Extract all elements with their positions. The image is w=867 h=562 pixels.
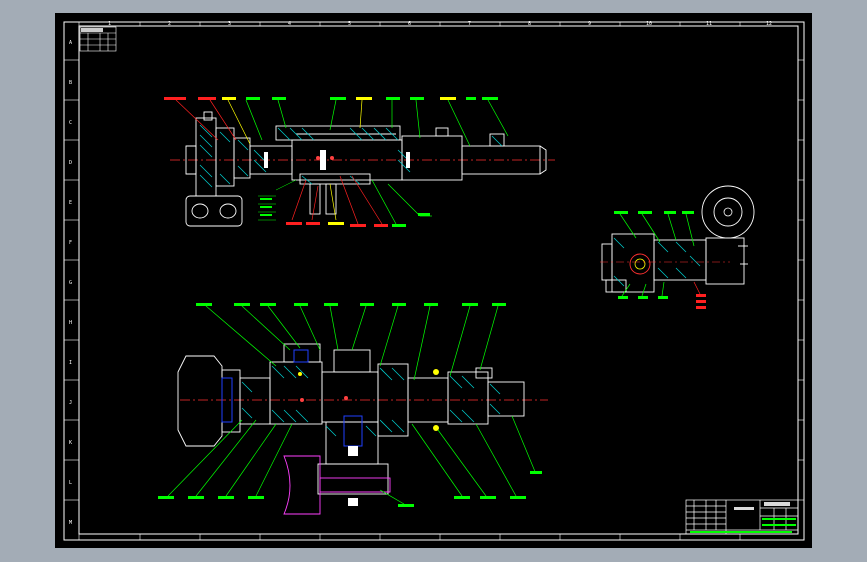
zone-top-7: 7: [468, 21, 471, 27]
bottom-view-part-labels: [158, 303, 542, 507]
zone-top-1: 1: [108, 21, 111, 27]
zone-top-10: 10: [646, 21, 652, 27]
border-ticks: [64, 22, 804, 540]
zone-left-f: F: [69, 240, 72, 246]
zone-left-d: D: [69, 160, 72, 166]
revision-table: [79, 26, 117, 52]
top-assembly-view: [164, 97, 555, 227]
border-zone-numbers: 1 2 3 4 5 6 7 8 9 10 11 12 A B C D E F G…: [69, 21, 772, 526]
inner-frame: [78, 25, 799, 535]
outer-frame: [63, 21, 805, 541]
zone-left-g: G: [69, 280, 72, 286]
zone-left-e: E: [69, 200, 72, 206]
zone-top-6: 6: [408, 21, 411, 27]
zone-top-11: 11: [706, 21, 712, 27]
right-side-view: [600, 185, 755, 309]
zone-left-c: C: [69, 120, 72, 126]
zone-left-k: K: [69, 440, 72, 446]
top-view-part-labels: [164, 97, 498, 227]
zone-top-4: 4: [288, 21, 291, 27]
zone-top-3: 3: [228, 21, 231, 27]
drawing-canvas: [55, 13, 812, 548]
zone-left-m: M: [69, 520, 72, 526]
zone-left-j: J: [69, 400, 72, 406]
zone-top-5: 5: [348, 21, 351, 27]
zone-left-l: L: [69, 480, 72, 486]
bottom-assembly-view: [158, 303, 548, 515]
zone-left-h: H: [69, 320, 72, 326]
title-block: [685, 499, 799, 535]
zone-left-b: B: [69, 80, 72, 86]
zone-top-12: 12: [766, 21, 772, 27]
zone-top-8: 8: [528, 21, 531, 27]
zone-left-i: I: [69, 360, 72, 366]
zone-top-2: 2: [168, 21, 171, 27]
zone-left-a: A: [69, 40, 72, 46]
zone-top-9: 9: [588, 21, 591, 27]
